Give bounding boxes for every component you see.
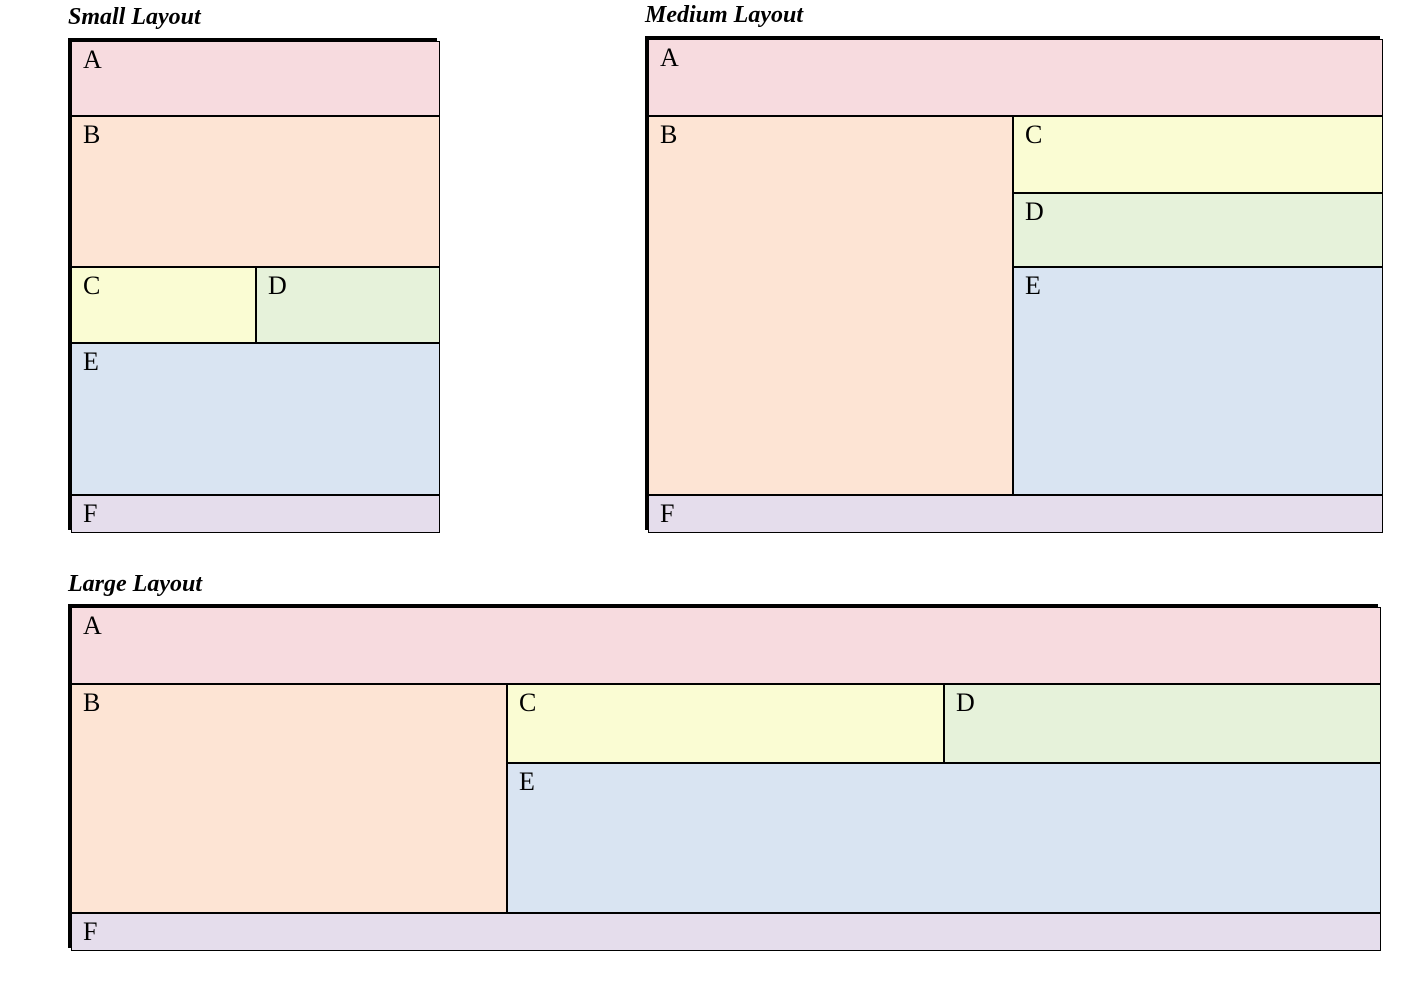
region-label-medium-f: F [660,499,675,528]
region-small-b[interactable]: B [71,116,440,267]
region-label-large-e: E [519,767,535,796]
region-label-small-e: E [83,347,99,376]
region-small-c[interactable]: C [71,267,256,343]
region-medium-e[interactable]: E [1013,267,1383,495]
region-label-small-a: A [83,45,102,74]
region-label-medium-a: A [660,43,679,72]
region-label-large-a: A [83,611,102,640]
layout-title-small: Small Layout [68,4,201,30]
region-medium-c[interactable]: C [1013,116,1383,193]
region-large-f[interactable]: F [71,913,1381,951]
region-large-e[interactable]: E [507,763,1381,913]
region-small-d[interactable]: D [256,267,440,343]
region-large-d[interactable]: D [944,684,1381,763]
region-label-medium-c: C [1025,120,1043,149]
region-label-small-f: F [83,499,98,528]
region-small-f[interactable]: F [71,495,440,533]
region-medium-b[interactable]: B [648,116,1013,495]
region-small-a[interactable]: A [71,41,440,116]
region-label-large-f: F [83,917,98,946]
layout-frame-large: A B C D E F [68,604,1381,951]
region-label-large-c: C [519,688,537,717]
region-large-b[interactable]: B [71,684,507,913]
region-label-medium-e: E [1025,271,1041,300]
region-large-c[interactable]: C [507,684,944,763]
layout-title-medium: Medium Layout [645,2,804,28]
layout-title-large: Large Layout [68,571,202,597]
region-medium-d[interactable]: D [1013,193,1383,267]
region-label-medium-b: B [660,120,678,149]
layout-frame-medium: A B C D E F [645,36,1383,533]
region-small-e[interactable]: E [71,343,440,495]
layout-frame-small: A B C D E F [68,38,440,533]
region-label-small-b: B [83,120,101,149]
region-large-a[interactable]: A [71,607,1381,684]
region-label-large-b: B [83,688,101,717]
region-label-small-c: C [83,271,101,300]
region-label-large-d: D [956,688,975,717]
region-label-medium-d: D [1025,197,1044,226]
region-medium-f[interactable]: F [648,495,1383,533]
region-medium-a[interactable]: A [648,39,1383,116]
region-label-small-d: D [268,271,287,300]
